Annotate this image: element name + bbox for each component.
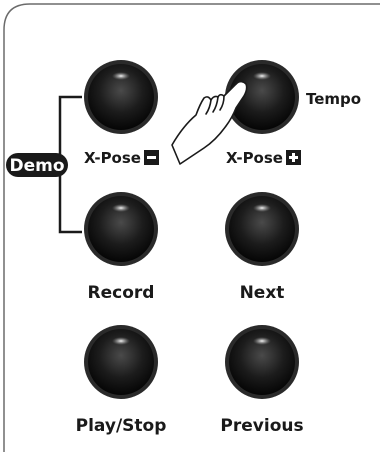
panel-outline — [3, 3, 380, 452]
play-stop-label: Play/Stop — [76, 416, 167, 436]
button-previous[interactable] — [225, 325, 299, 399]
plus-box-icon — [286, 150, 301, 165]
button-xpose-minus[interactable] — [84, 60, 158, 134]
demo-badge: Demo — [6, 153, 68, 177]
next-label: Next — [240, 283, 285, 303]
pressing-hand-icon — [171, 80, 248, 165]
xpose-minus-label: X-Pose — [84, 149, 141, 167]
button-record[interactable] — [84, 192, 158, 266]
xpose-plus-label: X-Pose — [226, 149, 283, 167]
record-label: Record — [88, 283, 155, 303]
button-next[interactable] — [225, 192, 299, 266]
button-play-stop[interactable] — [84, 325, 158, 399]
minus-box-icon — [144, 150, 159, 165]
tempo-label: Tempo — [306, 90, 361, 108]
button-xpose-plus[interactable] — [225, 60, 299, 134]
previous-label: Previous — [220, 416, 303, 436]
demo-badge-label: Demo — [9, 156, 64, 176]
